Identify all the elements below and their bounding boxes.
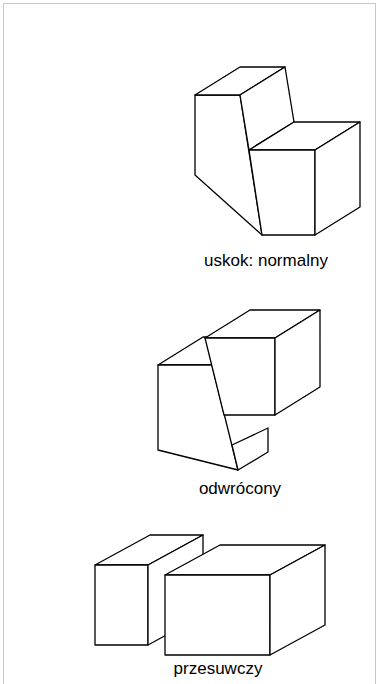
strike-slip-block — [95, 535, 325, 655]
reverse-fault-block — [158, 310, 320, 470]
right-block-side — [270, 545, 325, 655]
normal-fault-block — [195, 67, 360, 235]
caption-label: przesuwczy — [174, 660, 263, 679]
left-block-front — [95, 565, 148, 645]
hangingwall-side — [315, 122, 360, 235]
caption-label: uskok: normalny — [204, 252, 328, 271]
hangingwall-front — [205, 338, 275, 415]
caption-label: odwrócony — [199, 480, 281, 499]
hangingwall-side — [275, 310, 320, 415]
footwall-side — [232, 428, 268, 470]
right-block-front — [165, 575, 270, 655]
frame — [4, 4, 376, 684]
hangingwall-front — [249, 150, 315, 235]
